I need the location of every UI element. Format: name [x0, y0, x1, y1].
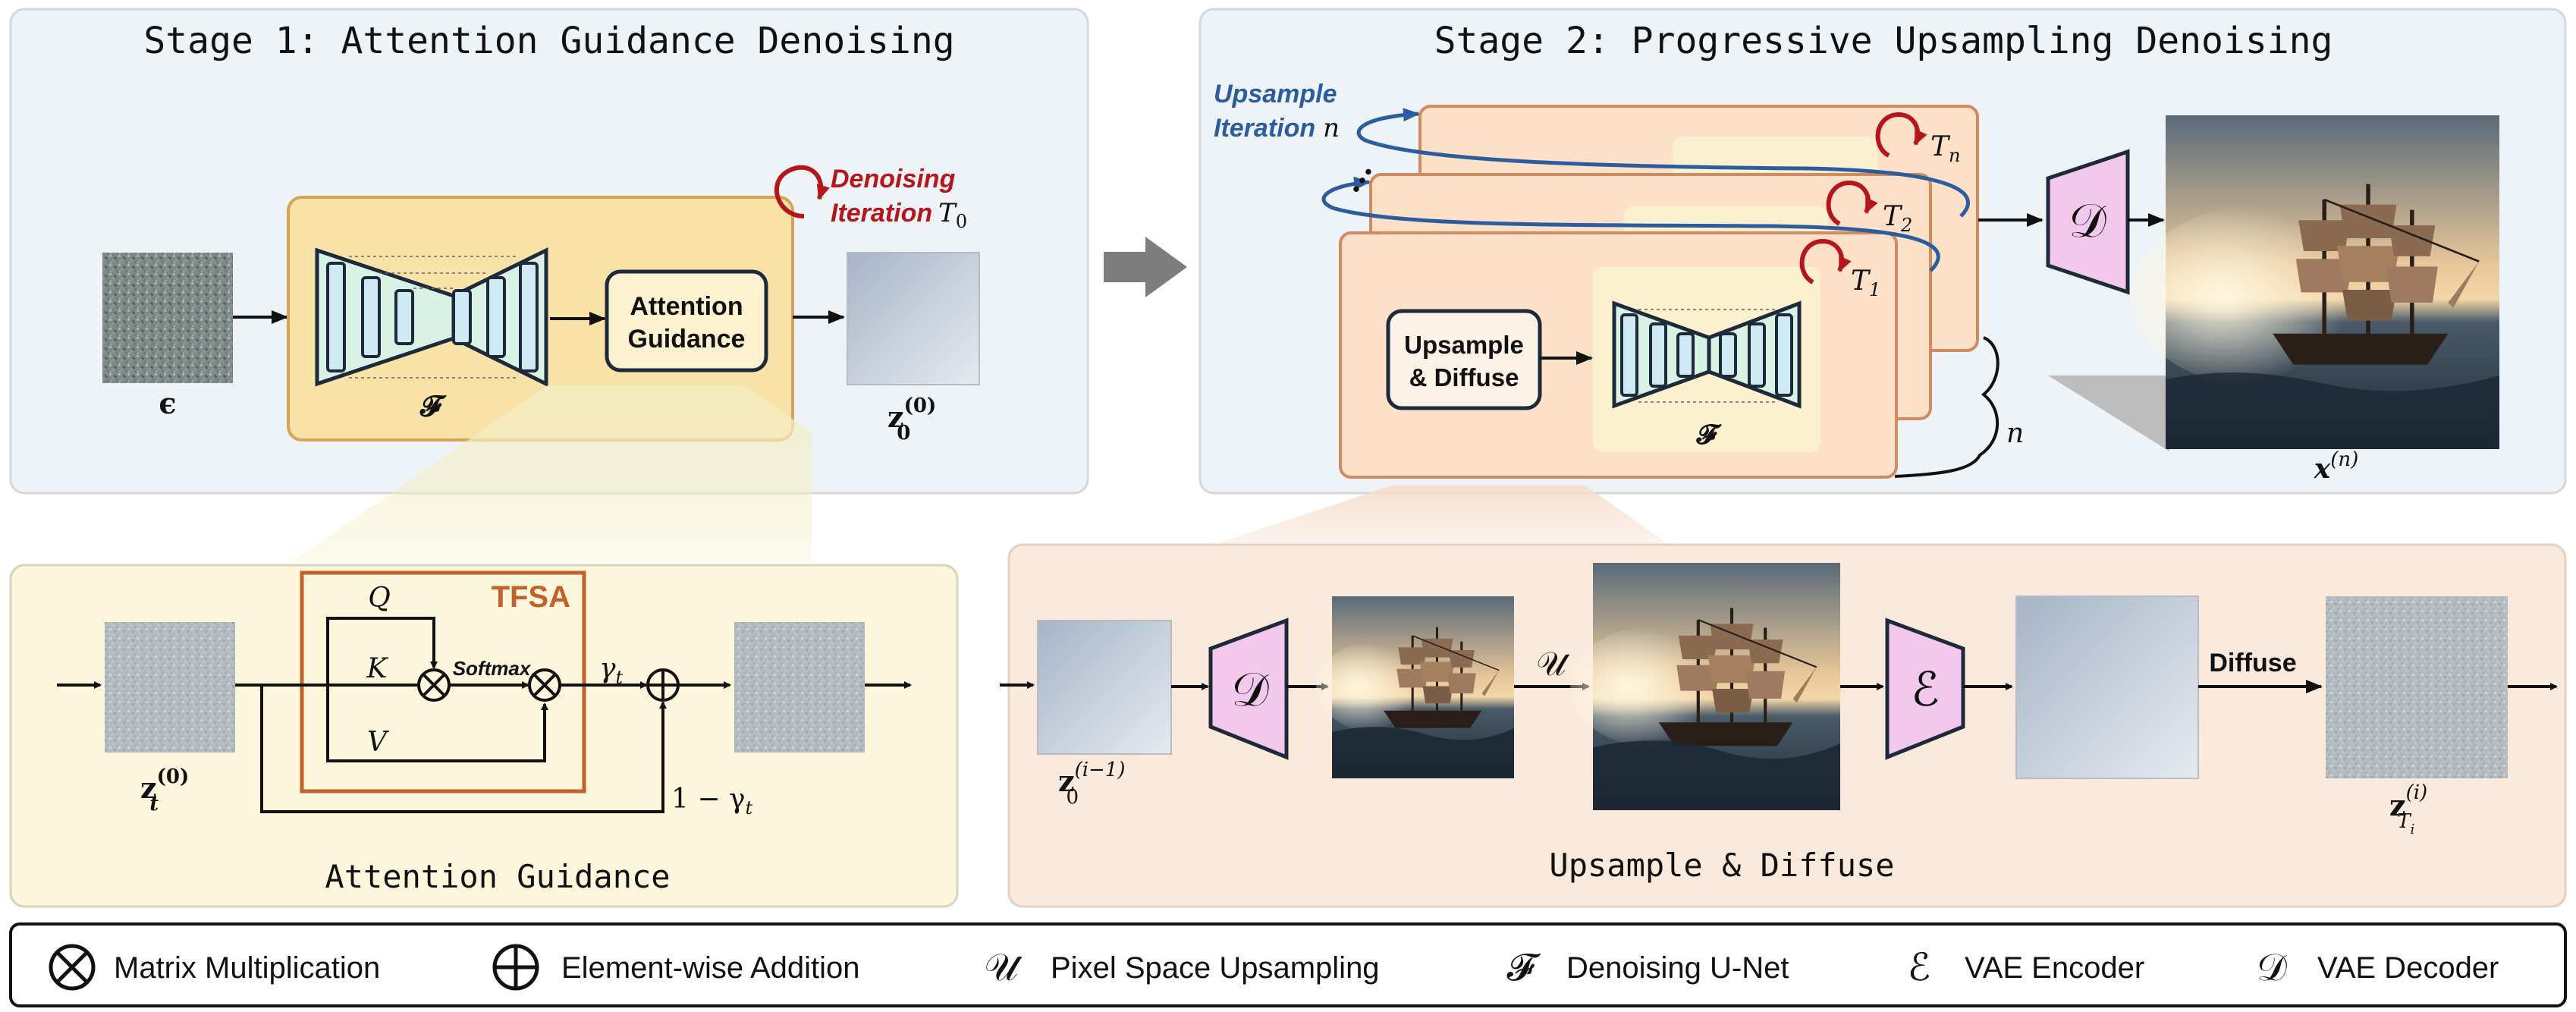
legend-label-2: Pixel Space Upsampling [1051, 951, 1380, 985]
unet-icon-stage2 [1612, 300, 1802, 409]
upsample-box-line1: Upsample [1404, 331, 1524, 359]
attention-guidance-panel: TFSA z(0)t Q K V Softmax γt [9, 564, 959, 908]
stage1-panel: Stage 1: Attention Guidance Denoising ϵ … [9, 8, 1089, 495]
upsample-diffuse-title: Upsample & Diffuse [1549, 847, 1894, 884]
legend-label-5: VAE Decoder [2317, 951, 2499, 985]
decoder-icon: 𝒟 [2257, 945, 2287, 989]
stage2-title: Stage 2: Progressive Upsampling Denoisin… [1434, 20, 2333, 62]
unet-icon [315, 247, 548, 388]
denoising-loop-arrow [774, 165, 830, 218]
legend-encoder: ℰ VAE Encoder [1908, 945, 2144, 989]
upsample-iteration-loop [1356, 108, 1970, 218]
matmul-op-2 [528, 668, 561, 702]
loop-T2 [1826, 181, 1878, 226]
stage2-output-image [2131, 115, 2499, 449]
legend-upsample: 𝒰 Pixel Space Upsampling [985, 945, 1380, 989]
stage-transition-arrow [1104, 237, 1187, 297]
legend-label-4: VAE Encoder [1965, 951, 2144, 985]
addition-op [646, 668, 680, 702]
legend-add: Element-wise Addition [492, 944, 860, 991]
stage2-panel: Stage 2: Progressive Upsampling Denoisin… [1198, 8, 2567, 495]
ud-output-label: z(i)Ti [2389, 781, 2427, 838]
attention-box-line2: Guidance [628, 325, 746, 354]
matmul-icon [49, 944, 96, 991]
upsample-symbol: 𝒰 [1536, 645, 1570, 684]
denoising-label-1: Denoising [831, 165, 956, 193]
ud-encoder-symbol: ℰ [1911, 662, 1940, 717]
gamma-label: γt [599, 653, 624, 688]
attention-guidance-title: Attention Guidance [325, 858, 670, 895]
ud-encoder [1885, 618, 1965, 760]
label-T2: T2 [1883, 201, 1912, 236]
stage1-output-latent [847, 252, 980, 385]
attention-guidance-box [605, 269, 768, 372]
upsample-diffuse-panel: z(i−1)0 𝒟 𝒰 ℰ Diffuse z(i)Ti Upsa [1000, 543, 2567, 908]
legend: Matrix Multiplication Element-wise Addit… [9, 922, 2567, 1007]
upsample-diffuse-box [1386, 309, 1542, 410]
legend-unet: 𝓕 Denoising U-Net [1507, 945, 1789, 989]
brace-n-label: n [2006, 418, 2024, 449]
upsample-box-line2: & Diffuse [1409, 363, 1519, 391]
legend-label-0: Matrix Multiplication [114, 951, 380, 985]
legend-matmul: Matrix Multiplication [49, 944, 380, 991]
tfsa-label: TFSA [492, 580, 570, 614]
zoom-beam-upsample [1214, 486, 1669, 545]
ud-decoder [1208, 618, 1289, 760]
ud-encoded-latent [2015, 596, 2199, 779]
upsample-icon: 𝒰 [985, 945, 1023, 989]
upsample-iter-label-1: Upsample [1214, 80, 1337, 108]
stage1-output-label: z(0)0 [887, 394, 936, 445]
q-label: Q [368, 583, 391, 614]
attention-box-line1: Attention [630, 292, 743, 321]
brace-n [1894, 336, 2000, 478]
ud-decoder-symbol: 𝒟 [1231, 662, 1269, 717]
zoom-beam-attention [292, 385, 812, 561]
legend-label-1: Element-wise Addition [561, 951, 860, 985]
tfsa-box [300, 570, 586, 794]
stage2-decoder-symbol: 𝒟 [2069, 193, 2106, 248]
attention-output-latent [734, 622, 865, 753]
loop-Tn [1875, 112, 1927, 158]
v-label: V [367, 727, 390, 758]
stage1-title: Stage 1: Attention Guidance Denoising [143, 20, 954, 62]
noise-image [102, 253, 233, 383]
addition-icon [492, 944, 539, 991]
label-T1: T1 [1851, 266, 1880, 300]
encoder-icon: ℰ [1908, 945, 1930, 989]
attention-input-latent [105, 622, 235, 753]
ud-decoded-image [1316, 596, 1514, 778]
legend-decoder: 𝒟 VAE Decoder [2257, 945, 2499, 989]
softmax-label: Softmax [453, 657, 532, 680]
k-label: K [366, 653, 389, 684]
matmul-op-1 [417, 668, 451, 702]
ud-input-label: z(i−1)0 [1058, 759, 1126, 809]
legend-label-3: Denoising U-Net [1566, 951, 1789, 985]
loop-T1 [1799, 239, 1852, 284]
ud-output-latent [2326, 596, 2508, 778]
stage2-decoder [2046, 149, 2130, 295]
diffuse-label: Diffuse [2209, 649, 2296, 677]
ud-upsampled-image [1570, 563, 1840, 810]
stage2-output-label: x(n) [2314, 448, 2359, 485]
label-Tn: Tn [1930, 131, 1960, 166]
one-minus-gamma-label: 1 − γt [671, 784, 752, 819]
attention-input-label: z(0)t [140, 765, 189, 816]
ud-input-latent [1037, 620, 1172, 755]
noise-label: ϵ [159, 386, 176, 420]
